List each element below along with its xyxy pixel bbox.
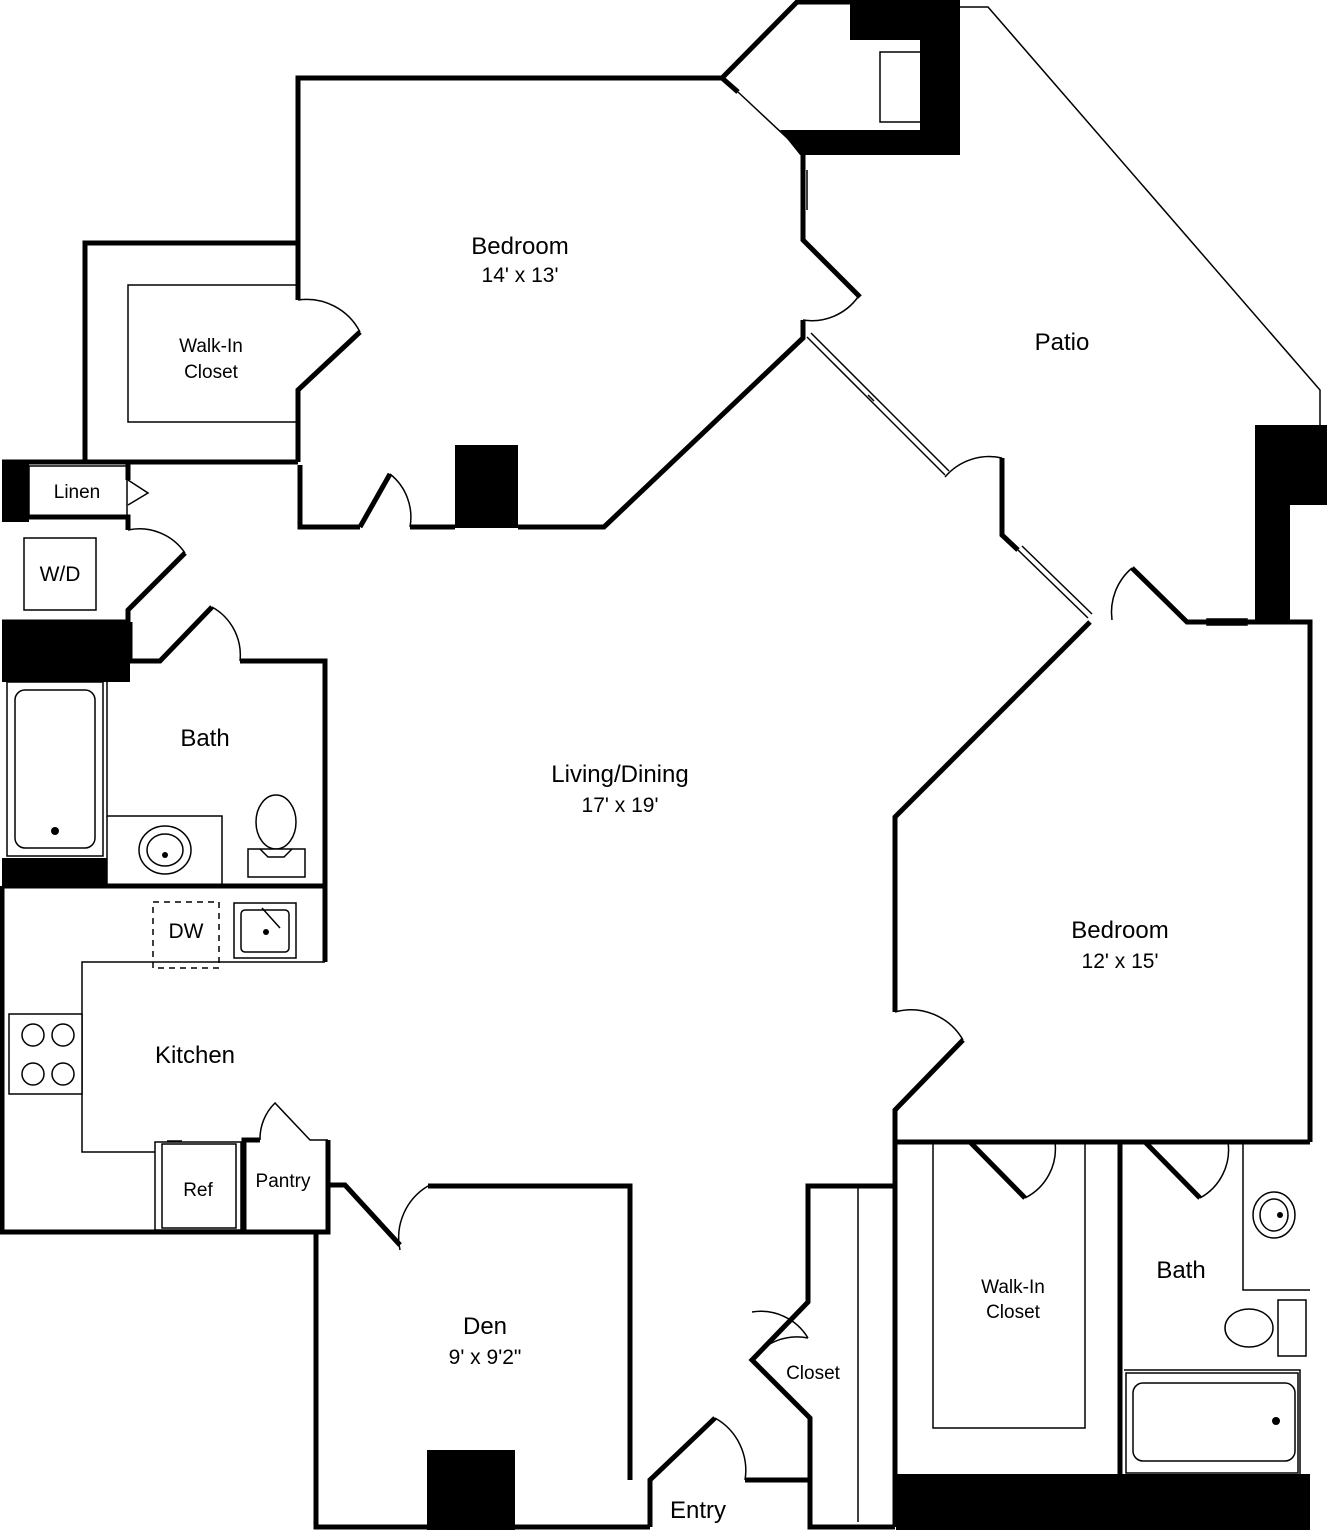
walk-in-closet-1-walls — [82, 240, 362, 465]
walk-in-closet-2-label-line1: Walk-In — [981, 1277, 1045, 1298]
bedroom-2-walls — [892, 619, 1313, 1527]
kitchen-walls — [0, 886, 331, 1235]
room-labels: Bedroom 14' x 13' Walk-In Closet Patio L… — [40, 233, 1206, 1524]
den-name: Den — [463, 1313, 507, 1340]
patio-label: Patio — [1035, 329, 1090, 356]
closet-walls — [748, 1183, 895, 1522]
bedroom-1-name: Bedroom — [471, 233, 568, 260]
bath-1-walls — [2, 605, 328, 889]
walk-in-closet-2-walls — [932, 1140, 1123, 1474]
bath-2-label: Bath — [1156, 1257, 1205, 1284]
living-dining-name: Living/Dining — [551, 761, 688, 788]
kitchen-label: Kitchen — [155, 1042, 235, 1069]
living-dining-size: 17' x 19' — [582, 794, 659, 817]
linen-label: Linen — [54, 482, 101, 503]
refrigerator-label: Ref — [183, 1180, 213, 1201]
bath-1-label: Bath — [180, 725, 229, 752]
bath-2-walls — [1124, 1140, 1310, 1474]
closet-label: Closet — [786, 1363, 841, 1384]
laundry-linen-walls — [2, 459, 187, 625]
walk-in-closet-1-label-line2: Closet — [184, 362, 239, 383]
walk-in-closet-2-label-line2: Closet — [986, 1302, 1041, 1323]
bedroom-2-name: Bedroom — [1071, 917, 1168, 944]
pantry-label: Pantry — [256, 1171, 311, 1192]
den-walls — [313, 1182, 650, 1530]
washer-dryer-label: W/D — [40, 563, 81, 586]
bedroom-1-size: 14' x 13' — [482, 264, 559, 287]
bedroom-1-walls — [295, 0, 862, 530]
walk-in-closet-1-label-line1: Walk-In — [179, 336, 243, 357]
bedroom-2-size: 12' x 15' — [1082, 950, 1159, 973]
entry-label: Entry — [670, 1497, 726, 1524]
entry-walls — [647, 1416, 895, 1530]
patio-outline — [806, 6, 1321, 626]
den-size: 9' x 9'2" — [449, 1346, 522, 1369]
dishwasher-label: DW — [169, 920, 204, 943]
pantry-walls — [241, 1101, 328, 1232]
